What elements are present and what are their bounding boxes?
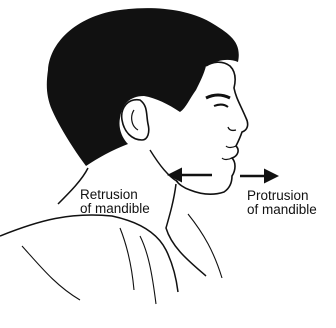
hair-shape — [47, 8, 239, 166]
shoulder-line — [0, 215, 178, 292]
protrusion-label-line2: of mandible — [247, 203, 317, 217]
ear — [122, 100, 149, 140]
eyebrow — [206, 95, 230, 98]
retrusion-label-line2: of mandible — [80, 202, 150, 216]
nostril — [228, 127, 236, 130]
retrusion-label: Retrusion of mandible — [80, 188, 150, 216]
protrusion-label-line1: Protrusion — [247, 189, 317, 203]
jaw-line — [150, 150, 178, 182]
protrusion-label: Protrusion of mandible — [247, 189, 317, 217]
retrusion-label-line1: Retrusion — [80, 188, 150, 202]
eye — [214, 105, 228, 107]
